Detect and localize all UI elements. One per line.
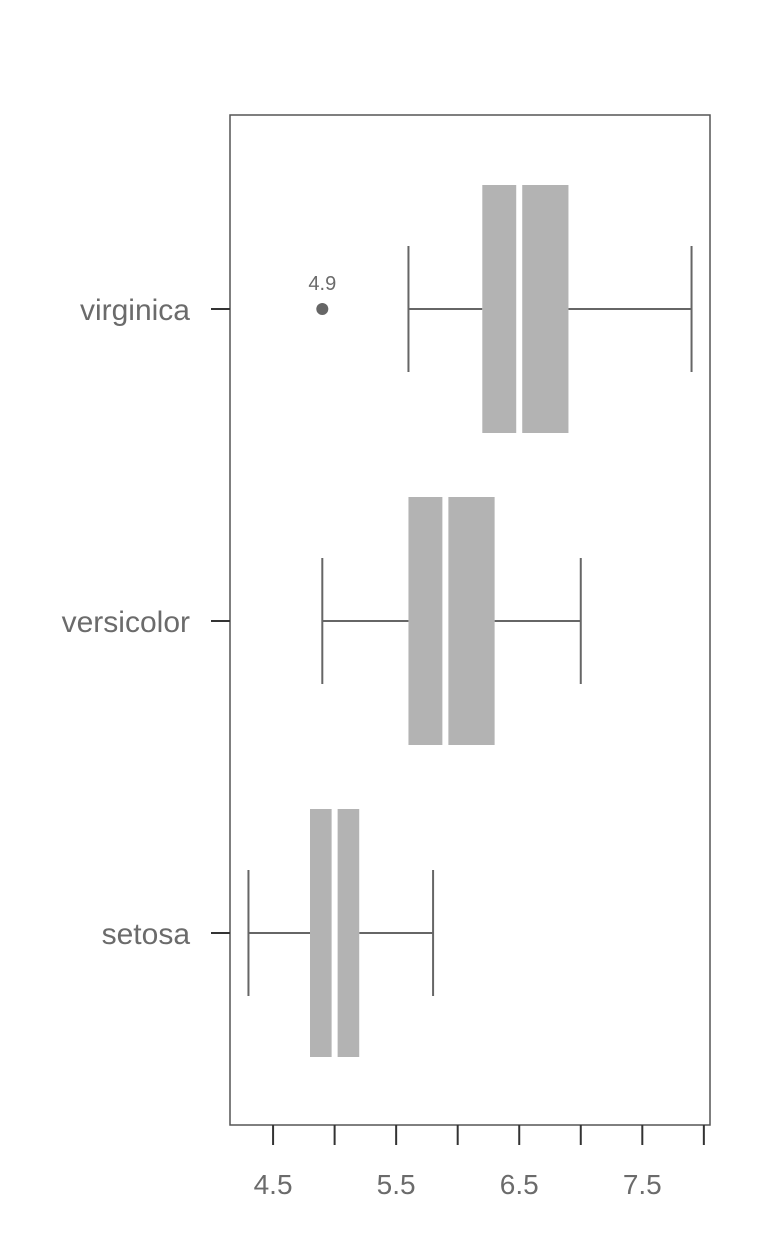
box-iqr — [408, 497, 495, 745]
category-label: virginica — [80, 294, 190, 327]
outlier-point — [316, 303, 329, 315]
x-tick-label: 6.5 — [500, 1169, 539, 1200]
box-median — [516, 184, 523, 434]
box-median — [331, 808, 338, 1058]
category-label: versicolor — [62, 606, 190, 639]
x-tick-label: 7.5 — [623, 1169, 662, 1200]
outlier-label: 4.9 — [308, 273, 336, 295]
x-tick-label: 5.5 — [377, 1169, 416, 1200]
box-iqr — [482, 185, 569, 433]
box-median — [442, 496, 449, 746]
x-tick-label: 4.5 — [254, 1169, 293, 1200]
category-label: setosa — [102, 918, 191, 951]
